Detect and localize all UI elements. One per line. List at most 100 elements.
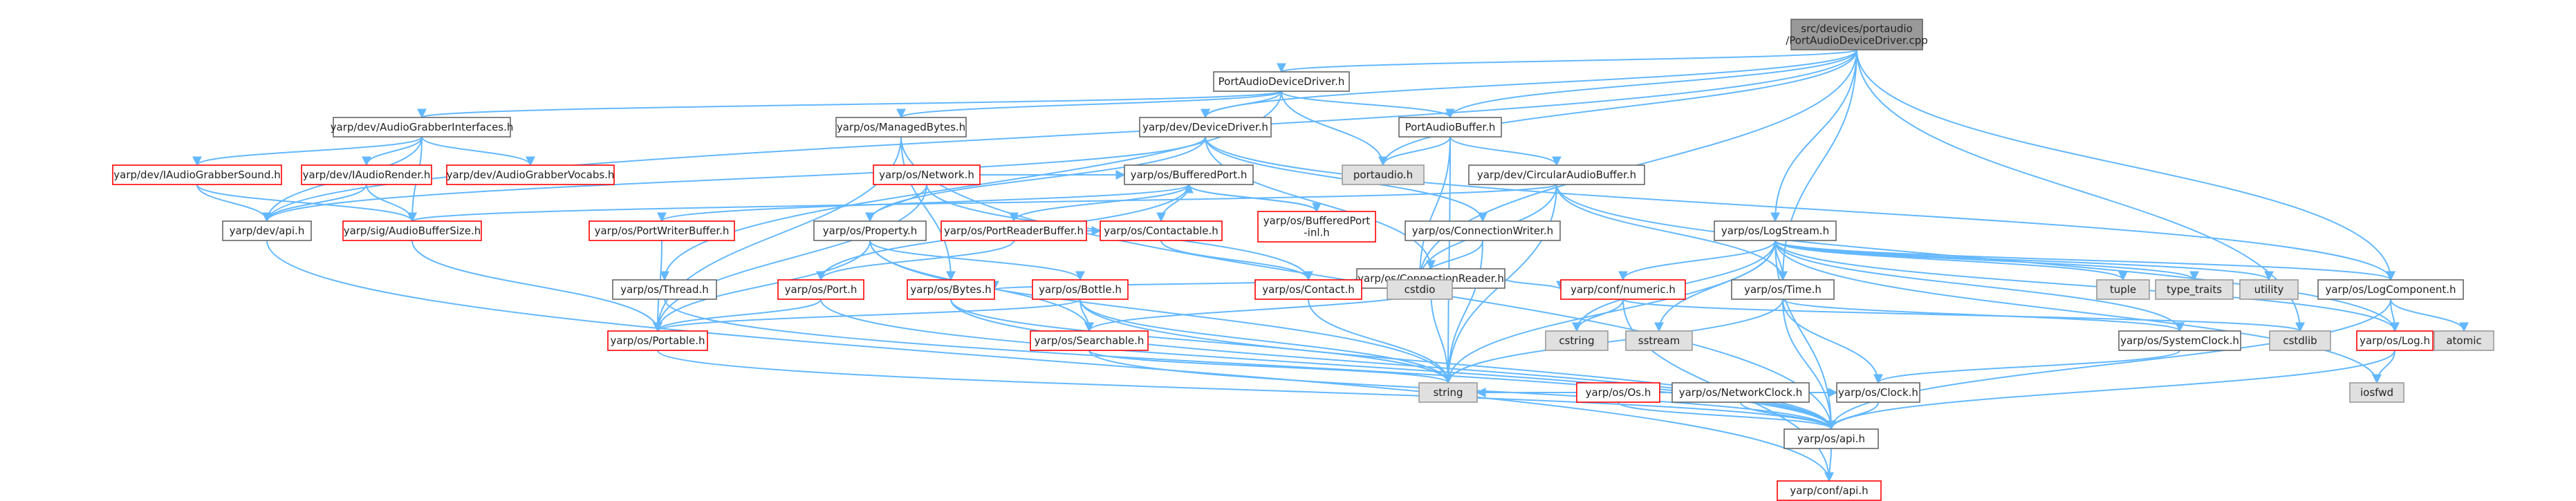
node-property[interactable]: yarp/os/Property.h [813,220,927,241]
edge-logcomp-to-osapi [1826,299,2391,431]
node-os_os[interactable]: yarp/os/Os.h [1576,382,1660,403]
edge-logstream-to-oslog [1775,240,2400,332]
node-label: cstring [1559,334,1594,347]
node-label: yarp/os/PortWriterBuffer.h [595,225,730,237]
edge-root-to-portaudio [1378,49,1857,167]
edge-pabuffer-to-cab [1449,136,1562,167]
node-clock[interactable]: yarp/os/Clock.h [1836,382,1920,403]
node-bottle[interactable]: yarp/os/Bottle.h [1032,279,1129,300]
node-box [1790,19,1923,50]
edge-connreader-to-numeric [1504,278,1566,291]
node-box [342,220,482,241]
node-label: yarp/os/SystemClock.h [2120,334,2239,347]
node-label: yarp/os/Port.h [785,283,858,296]
edge-iagsound-to-absize [196,184,417,223]
node-box [1560,279,1686,300]
node-box [1418,382,1478,403]
edge-devicedriver-to-devapi [262,136,1206,223]
node-label: yarp/conf/api.h [1790,484,1868,497]
node-padd_h[interactable]: PortAudioDeviceDriver.h [1213,71,1350,92]
node-sysclock[interactable]: yarp/os/SystemClock.h [2118,330,2241,351]
edge-padd_h-to-portaudio [1281,91,1388,167]
node-label: yarp/os/ConnectionWriter.h [1412,225,1553,237]
node-label: yarp/os/Property.h [823,225,917,237]
node-logcomp[interactable]: yarp/os/LogComponent.h [2317,279,2464,300]
node-cstdlib: cstdlib [2269,330,2331,351]
edge-sysclock-to-clock [1873,350,2180,384]
node-box [2356,330,2434,351]
node-label: yarp/dev/AudioGrabberInterfaces.h [331,121,514,133]
node-label: PortAudioBuffer.h [1405,121,1496,133]
edge-padd_h-to-agi_h [417,91,1282,119]
node-connwriter[interactable]: yarp/os/ConnectionWriter.h [1405,220,1561,241]
edge-logstream-to-typetraits [1775,240,2199,281]
node-devicedriver[interactable]: yarp/dev/DeviceDriver.h [1139,117,1272,138]
edge-devapi-to-confapi [266,240,1834,482]
node-box [1405,220,1561,241]
edge-agi_h-to-agvocabs [421,136,535,167]
node-netclock[interactable]: yarp/os/NetworkClock.h [1671,382,1810,403]
edge-property-to-bottle [869,240,1085,281]
node-numeric[interactable]: yarp/conf/numeric.h [1560,279,1686,300]
edge-portable-to-osapi [657,350,1836,431]
node-bpinl[interactable]: yarp/os/BufferedPort-inl.h [1257,211,1376,243]
node-pabuffer[interactable]: PortAudioBuffer.h [1398,117,1502,138]
edge-bufport-to-pwbuf [657,184,1189,223]
node-box [1257,211,1376,243]
node-box [1777,480,1882,501]
node-network[interactable]: yarp/os/Network.h [873,164,981,185]
node-cab[interactable]: yarp/dev/CircularAudioBuffer.h [1468,164,1645,185]
node-agi_h[interactable]: yarp/dev/AudioGrabberInterfaces.h [331,117,514,138]
node-label: yarp/conf/numeric.h [1570,283,1676,296]
edge-bottle-to-portable [653,299,1081,332]
edge-clock-to-osapi [1826,401,1879,431]
node-label: yarp/os/Bottle.h [1039,283,1122,296]
edge-thread-to-osapi [664,299,1836,431]
edge-time-to-clock [1782,299,1883,384]
node-bufport[interactable]: yarp/os/BufferedPort.h [1124,164,1254,185]
edge-bottle-to-osapi [1079,299,1836,431]
node-osapi[interactable]: yarp/os/api.h [1783,428,1879,449]
node-confapi[interactable]: yarp/conf/api.h [1777,480,1882,501]
node-devapi[interactable]: yarp/dev/api.h [222,220,312,241]
edge-root-to-devapi [262,49,1857,223]
edge-time-to-osapi [1782,299,1836,431]
node-label: yarp/os/Contact.h [1262,283,1355,296]
node-tuple: tuple [2096,279,2150,300]
node-label: utility [2254,283,2284,296]
node-pwbuf[interactable]: yarp/os/PortWriterBuffer.h [589,220,735,241]
node-box [1468,164,1645,185]
node-box [1342,164,1425,185]
node-box [1783,428,1879,449]
node-thread[interactable]: yarp/os/Thread.h [612,279,717,300]
node-box [1139,117,1272,138]
node-prbuf[interactable]: yarp/os/PortReaderBuffer.h [940,220,1087,241]
node-bytes[interactable]: yarp/os/Bytes.h [907,279,995,300]
edge-os_os-to-osapi [1618,401,1836,431]
node-managedbytes[interactable]: yarp/os/ManagedBytes.h [835,117,967,138]
node-iagsound[interactable]: yarp/dev/IAudioGrabberSound.h [112,164,282,185]
node-agvocabs[interactable]: yarp/dev/AudioGrabberVocabs.h [446,164,615,185]
node-root[interactable]: src/devices/portaudio/PortAudioDeviceDri… [1786,19,1928,50]
node-time[interactable]: yarp/os/Time.h [1731,279,1835,300]
node-iarender[interactable]: yarp/dev/IAudioRender.h [301,164,432,185]
node-logstream[interactable]: yarp/os/LogStream.h [1714,220,1837,241]
node-iosfwd: iosfwd [2349,382,2404,403]
node-label: yarp/dev/api.h [230,225,305,237]
node-contactable[interactable]: yarp/os/Contactable.h [1100,220,1223,241]
node-absize[interactable]: yarp/sig/AudioBufferSize.h [342,220,482,241]
node-box [1124,164,1254,185]
edge-contact-to-string [1308,299,1453,384]
node-port[interactable]: yarp/os/Port.h [777,279,864,300]
node-oslog[interactable]: yarp/os/Log.h [2356,330,2434,351]
node-label: /PortAudioDeviceDriver.cpp [1786,35,1928,47]
node-portable[interactable]: yarp/os/Portable.h [607,330,708,351]
node-label: yarp/dev/IAudioGrabberSound.h [113,169,280,181]
edge-root-to-pabuffer [1445,49,1857,119]
node-box [222,220,312,241]
node-searchable[interactable]: yarp/os/Searchable.h [1030,330,1149,351]
node-contact[interactable]: yarp/os/Contact.h [1254,279,1362,300]
node-box [2349,382,2404,403]
node-box [446,164,615,185]
node-label: type_traits [2167,283,2222,296]
